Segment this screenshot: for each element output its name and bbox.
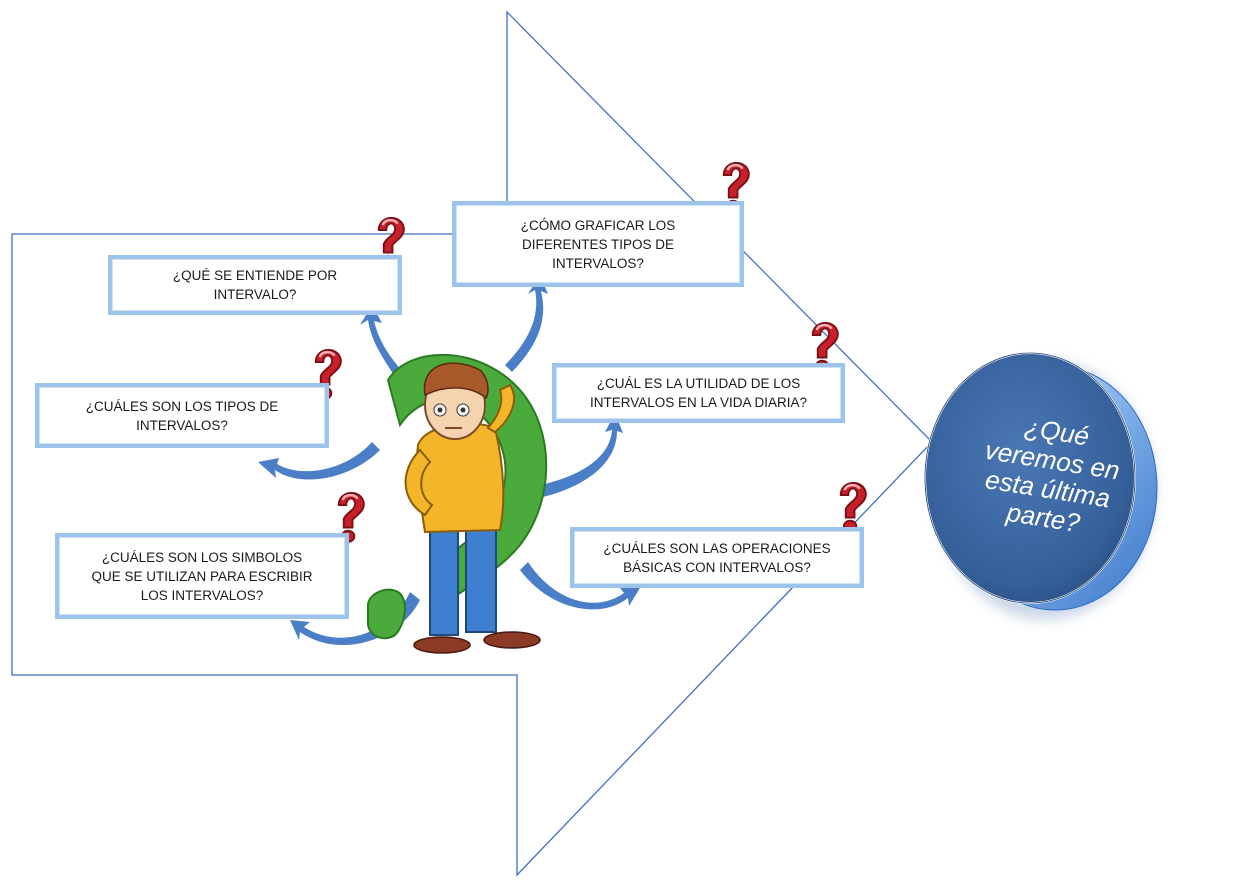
question-box-utility: ¿CUÁL ES LA UTILIDAD DE LOS INTERVALOS E…	[552, 363, 845, 423]
curved-arrow-icon	[258, 442, 380, 480]
question-box-operations: ¿CUÁLES SON LAS OPERACIONES BÁSICAS CON …	[570, 527, 864, 588]
question-box-graphing: ¿CÓMO GRAFICAR LOS DIFERENTES TIPOS DE I…	[452, 201, 744, 287]
question-mark-icon	[839, 481, 868, 534]
curved-arrow-icon	[360, 305, 410, 385]
curved-arrow-icon	[520, 562, 640, 610]
question-box-definition: ¿QUÉ SE ENTIENDE POR INTERVALO?	[108, 255, 402, 315]
curved-arrow-icon	[505, 275, 548, 372]
thinking-boy-icon	[367, 354, 548, 654]
question-box-types: ¿CUÁLES SON LOS TIPOS DE INTERVALOS?	[35, 383, 329, 448]
question-box-symbols: ¿CUÁLES SON LOS SIMBOLOS QUE SE UTILIZAN…	[55, 533, 349, 619]
summary-circle	[924, 352, 1158, 620]
circle-label: ¿Qué veremos en esta última parte?	[982, 411, 1122, 539]
block-arrow-outline	[11, 10, 933, 877]
